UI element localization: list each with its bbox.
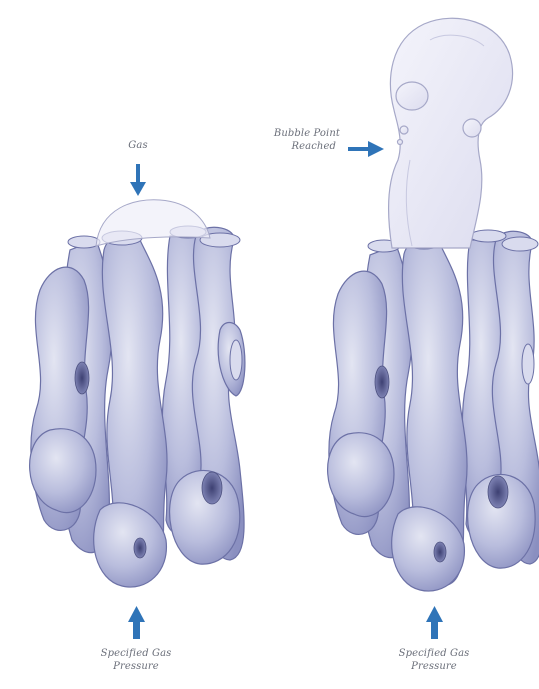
left-pressure-label-line2: Pressure — [86, 661, 186, 673]
right-porous-structure — [328, 231, 539, 591]
left-pressure-label-line1: Specified Gas — [86, 648, 186, 660]
gas-label: Gas — [118, 140, 158, 152]
gas-down-arrow — [130, 164, 146, 196]
right-pressure-label-line1: Specified Gas — [384, 648, 484, 660]
bubble-point-right-arrow — [348, 141, 384, 157]
left-porous-structure — [30, 227, 245, 587]
bubble-point-label-line2: Reached — [256, 141, 336, 153]
right-pressure-up-arrow — [426, 606, 443, 639]
left-pressure-up-arrow — [128, 606, 145, 639]
bubble-point-label-line1: Bubble Point — [256, 128, 340, 140]
right-pressure-label-line2: Pressure — [384, 661, 484, 673]
